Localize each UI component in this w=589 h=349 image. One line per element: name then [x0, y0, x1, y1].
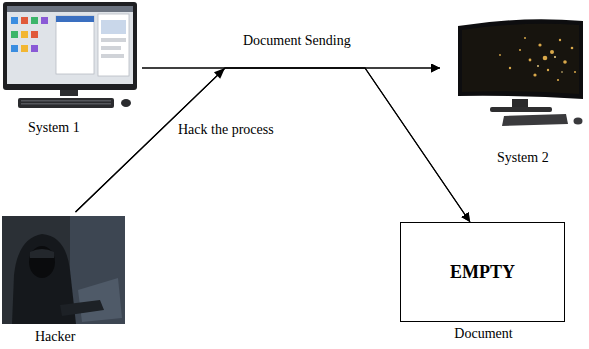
arrow-connector — [76, 68, 440, 212]
computer-node: System 1 — [0, 0, 142, 142]
document-box: EMPTYDocument — [400, 222, 565, 322]
arrow-connector — [142, 68, 470, 222]
arrow-connector — [76, 68, 470, 222]
node-label: System 1 — [28, 120, 80, 136]
box-text: EMPTY — [450, 262, 515, 282]
node-label: Hacker — [35, 329, 75, 345]
edge-label: Hack the process — [176, 122, 276, 138]
computer-node: System 2 — [440, 5, 589, 168]
node-label: Document — [454, 326, 512, 342]
computer-illustration — [3, 2, 137, 108]
edge-label: Document Sending — [241, 33, 353, 49]
node-label: System 2 — [497, 150, 549, 166]
hacker-node: Hacker — [0, 212, 128, 347]
computer-illustration — [458, 19, 583, 126]
hacker-illustration — [2, 216, 125, 324]
